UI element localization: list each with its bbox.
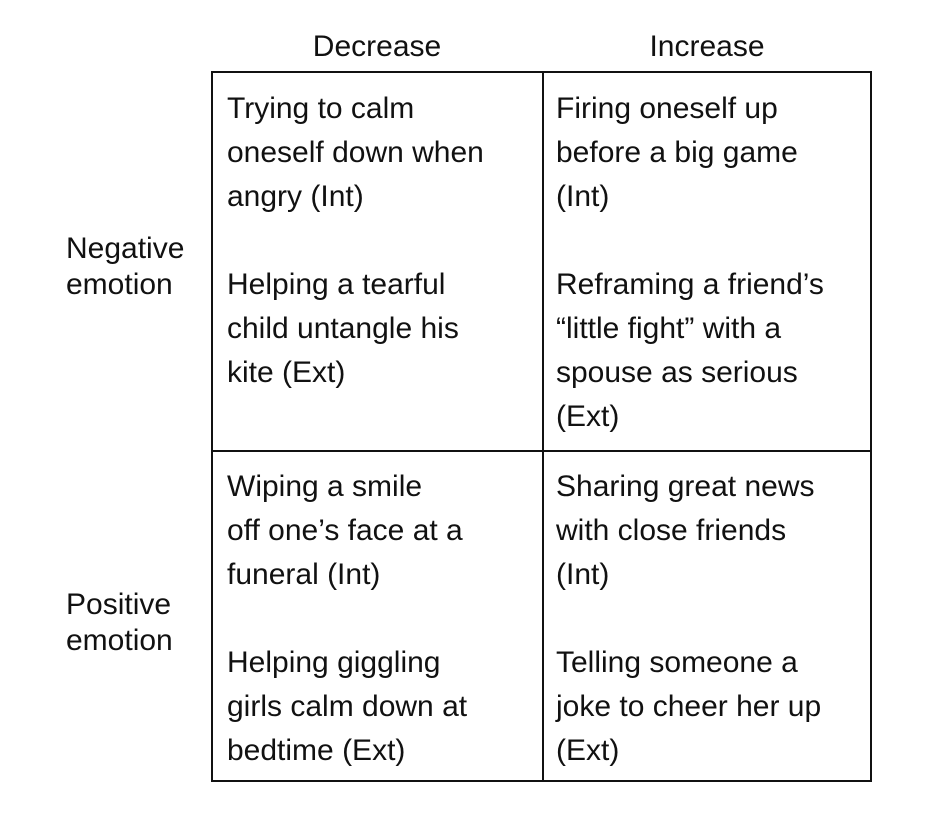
grid-vertical-divider	[542, 73, 544, 780]
text-line: Helping a tearful	[227, 268, 446, 301]
text-line: off one’s face at a	[227, 514, 463, 547]
text-line: Firing oneself up	[556, 92, 778, 125]
example-internal: Firing oneself up before a big game (Int…	[556, 87, 868, 219]
text-line: kite (Ext)	[227, 356, 346, 389]
text-line: with close friends	[556, 514, 787, 547]
text-line: joke to cheer her up	[556, 690, 822, 723]
row-header-line: emotion	[66, 624, 173, 657]
cell-positive-decrease: Wiping a smile off one’s face at a funer…	[227, 465, 539, 773]
text-line: girls calm down at	[227, 690, 468, 723]
text-line: Reframing a friend’s	[556, 268, 824, 301]
text-line: Wiping a smile	[227, 470, 423, 503]
cell-negative-increase: Firing oneself up before a big game (Int…	[556, 87, 868, 439]
text-line: before a big game	[556, 136, 798, 169]
row-header-line: Negative	[66, 232, 185, 265]
column-header-increase: Increase	[649, 30, 765, 63]
example-external: Helping a tearful child untangle his kit…	[227, 263, 539, 395]
example-external: Helping giggling girls calm down at bedt…	[227, 641, 539, 773]
text-line: (Ext)	[556, 400, 620, 433]
text-line: spouse as serious	[556, 356, 798, 389]
text-line: (Ext)	[556, 734, 620, 767]
grid-horizontal-divider	[213, 450, 870, 452]
example-external: Telling someone a joke to cheer her up (…	[556, 641, 868, 773]
text-line: angry (Int)	[227, 180, 364, 213]
text-line: bedtime (Ext)	[227, 734, 406, 767]
text-line: Helping giggling	[227, 646, 441, 679]
text-line: (Int)	[556, 558, 610, 591]
text-line: (Int)	[556, 180, 610, 213]
row-header-line: emotion	[66, 268, 173, 301]
emotion-regulation-grid: Trying to calm oneself down when angry (…	[211, 71, 872, 782]
cell-positive-increase: Sharing great news with close friends (I…	[556, 465, 868, 773]
column-header-decrease: Decrease	[312, 30, 442, 63]
text-line: oneself down when	[227, 136, 484, 169]
text-line: Telling someone a	[556, 646, 798, 679]
text-line: Sharing great news	[556, 470, 815, 503]
row-header-negative-emotion: Negative emotion	[66, 231, 206, 303]
text-line: “little fight” with a	[556, 312, 782, 345]
example-internal: Trying to calm oneself down when angry (…	[227, 87, 539, 219]
text-line: Trying to calm	[227, 92, 415, 125]
cell-negative-decrease: Trying to calm oneself down when angry (…	[227, 87, 539, 395]
example-external: Reframing a friend’s “little fight” with…	[556, 263, 868, 439]
row-header-line: Positive	[66, 588, 172, 621]
example-internal: Sharing great news with close friends (I…	[556, 465, 868, 597]
text-line: funeral (Int)	[227, 558, 381, 591]
example-internal: Wiping a smile off one’s face at a funer…	[227, 465, 539, 597]
text-line: child untangle his	[227, 312, 459, 345]
row-header-positive-emotion: Positive emotion	[66, 587, 206, 659]
